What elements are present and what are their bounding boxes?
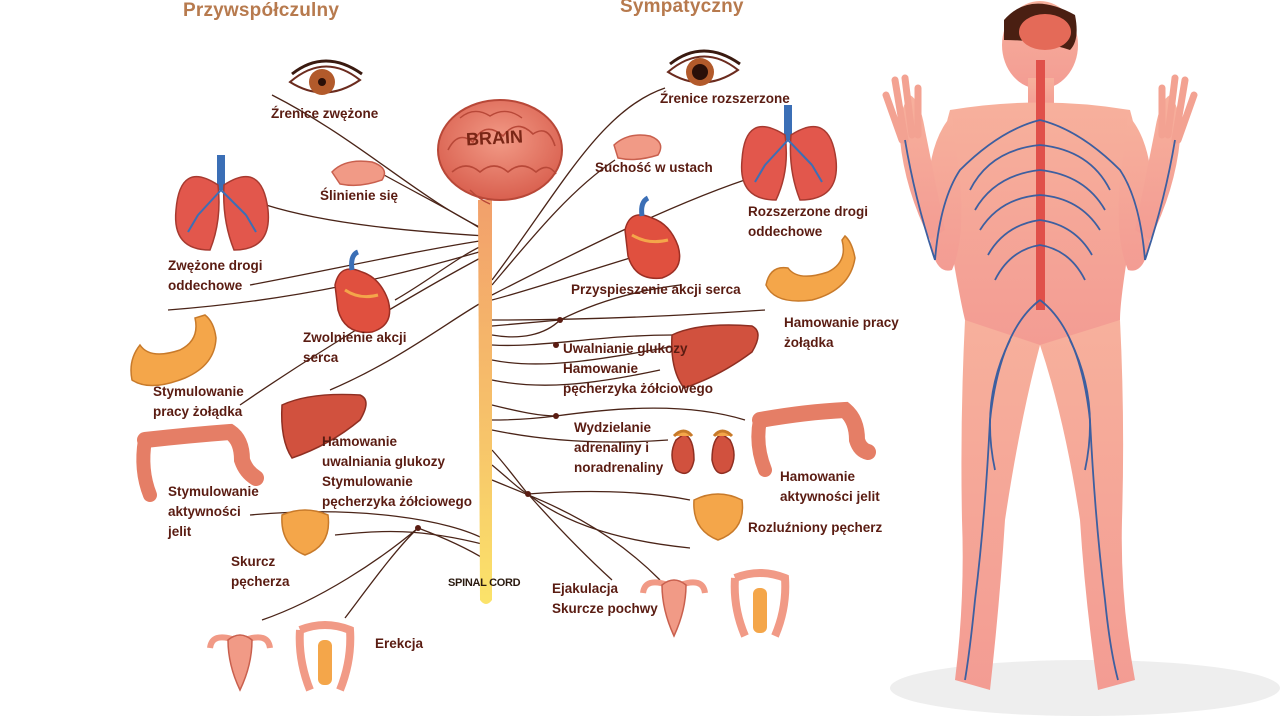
female-reproductive-icon (207, 634, 273, 692)
label-airways-dilated: Rozszerzone drogi oddechowe (748, 204, 869, 239)
mouth-dry-icon (613, 134, 662, 161)
intestines-icon (136, 423, 264, 502)
stomach-icon (130, 314, 217, 387)
label-ejaculation: Ejakulacja Skurcze pochwy (552, 581, 658, 616)
parasympathetic-header: Przywspółczulny (183, 0, 340, 21)
human-body-figure (882, 1, 1280, 716)
label-stomach-stimulated: Stymulowanie pracy żołądka (153, 384, 244, 419)
eye-dilated-icon (666, 49, 741, 86)
eye-icon (288, 59, 363, 95)
lungs-icon (174, 155, 270, 251)
bladder-icon (281, 509, 330, 556)
label-liver-inhibit: Hamowanie uwalniania glukozy Stymulowani… (322, 434, 473, 509)
label-intestines-stimulated: Stymulowanie aktywności jelit (168, 484, 259, 539)
floor-shadow (890, 660, 1280, 716)
lungs-dilated-icon (740, 105, 838, 201)
adrenal-kidneys-icon (671, 429, 735, 475)
liver-release-icon (671, 324, 759, 389)
label-pupils-dilated: Źrenice rozszerzone (660, 91, 790, 106)
label-airways-constricted: Zwężone drogi oddechowe (168, 258, 263, 293)
sympathetic-header: Sympatyczny (620, 0, 744, 17)
liver-icon (280, 393, 367, 459)
brain-label: BRAIN (465, 126, 524, 150)
intestines-inhibit-icon (751, 401, 876, 477)
male-reproductive-right-icon (730, 569, 790, 638)
tongue-icon (331, 160, 386, 187)
heart-icon (334, 249, 391, 334)
label-bladder-contract: Skurcz pęcherza (231, 554, 290, 589)
brain-icon (437, 99, 563, 205)
label-dry-mouth: Suchość w ustach (595, 160, 713, 175)
label-heart-slowed: Zwolnienie akcji serca (303, 330, 407, 365)
bladder-relaxed-icon (693, 493, 744, 541)
label-stomach-inhibit: Hamowanie pracy żołądka (784, 315, 899, 350)
label-heart-accel: Przyspieszenie akcji serca (571, 282, 741, 297)
label-liver-release: Uwalnianie glukozy Hamowanie pęcherzyka … (563, 341, 714, 396)
stomach-inhibit-icon (765, 234, 856, 302)
spinal-cord-label: SPINAL CORD (448, 577, 521, 589)
female-reproductive-right-icon (640, 579, 708, 638)
label-pupils-constricted: Źrenice zwężone (271, 106, 379, 121)
male-reproductive-icon (295, 621, 355, 692)
heart-fast-icon (624, 195, 681, 280)
nerve-junction-dots (415, 317, 563, 531)
sympathetic-nerves (491, 87, 766, 581)
label-intestines-inhibit: Hamowanie aktywności jelit (780, 469, 880, 504)
label-bladder-relaxed: Rozluźniony pęcherz (748, 520, 883, 535)
label-adrenaline: Wydzielanie adrenaliny i noradrenaliny (574, 420, 664, 475)
spinal-cord (478, 200, 492, 604)
label-erection: Erekcja (375, 636, 424, 651)
label-salivation: Ślinienie się (320, 188, 399, 203)
